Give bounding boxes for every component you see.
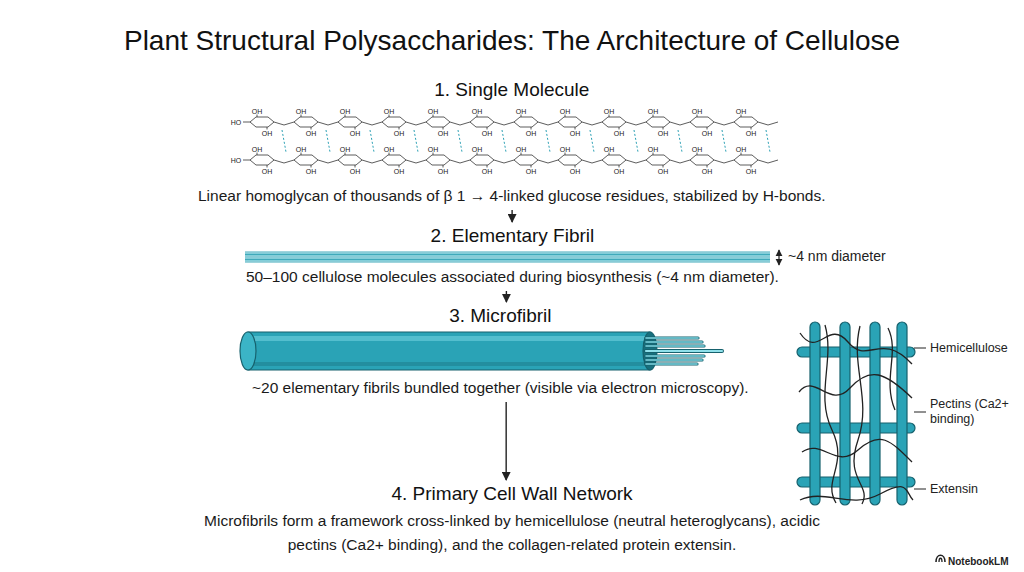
brand-icon [936, 555, 945, 562]
watermark: NotebookLM [948, 556, 1018, 568]
flow-arrow [506, 291, 507, 302]
hydroxyl-label: OH [257, 129, 277, 138]
hydroxyl-label: OH [379, 107, 399, 116]
step-description: ~20 elementary fibrils bundled together … [252, 376, 749, 400]
hydroxyl-label: OH [247, 145, 267, 154]
elementary-fibril [245, 252, 770, 262]
hydroxyl-label: OH [565, 129, 585, 138]
hydroxyl-label: OH [301, 167, 321, 176]
hydroxyl-label: OH [555, 107, 575, 116]
hydroxyl-label: OH [257, 167, 277, 176]
microfibril-cylinder [240, 332, 722, 370]
step-description: Microfibrils form a framework cross-link… [186, 509, 838, 557]
hydroxyl-label: OH [609, 129, 629, 138]
hydroxyl-label: HO [226, 118, 246, 127]
hydroxyl-label: OH [379, 145, 399, 154]
hydroxyl-label: OH [555, 145, 575, 154]
hydroxyl-label: OH [467, 107, 487, 116]
hydroxyl-label: OH [301, 129, 321, 138]
hydroxyl-label: OH [521, 167, 541, 176]
hydroxyl-label: OH [731, 145, 751, 154]
step-heading: 1. Single Molecule [198, 78, 826, 102]
hydroxyl-label: OH [599, 145, 619, 154]
hydroxyl-label: OH [653, 167, 673, 176]
hydroxyl-label: OH [687, 107, 707, 116]
hydroxyl-label: OH [335, 145, 355, 154]
hydroxyl-label: OH [423, 145, 443, 154]
hydroxyl-label: OH [741, 129, 761, 138]
hydroxyl-label: OH [609, 167, 629, 176]
hydroxyl-label: OH [477, 129, 497, 138]
part-label: Extensin [930, 481, 1022, 497]
dimension-arrow [778, 250, 779, 265]
hydroxyl-label: OH [511, 107, 531, 116]
hydroxyl-label: OH [697, 129, 717, 138]
hydroxyl-label: OH [389, 129, 409, 138]
step-heading: 2. Elementary Fibril [246, 224, 779, 248]
diagram-title: Plant Structural Polysaccharides: The Ar… [0, 24, 1024, 58]
flow-arrow [511, 210, 512, 222]
leader-lines [914, 348, 926, 489]
hydroxyl-label: OH [599, 107, 619, 116]
cellulose-molecule [243, 115, 778, 168]
hydroxyl-label: OH [389, 167, 409, 176]
flow-arrow [505, 402, 506, 480]
hydroxyl-label: OH [653, 129, 673, 138]
step-block: 3. Microfibril ~20 elementary fibrils bun… [248, 304, 753, 400]
step-description: Linear homoglycan of thousands of β 1 → … [198, 184, 826, 208]
hydroxyl-label: OH [565, 167, 585, 176]
hydroxyl-label: OH [477, 167, 497, 176]
hydroxyl-label: OH [467, 145, 487, 154]
step-block: 2. Elementary Fibril 50–100 cellulose mol… [242, 224, 783, 289]
part-label: Pectins (Ca2+ binding) [930, 397, 1022, 427]
hydroxyl-label: OH [291, 145, 311, 154]
hydroxyl-label: HO [226, 156, 246, 165]
hydroxyl-label: OH [335, 107, 355, 116]
cell-wall-network [797, 322, 915, 505]
step-block: 1. Single MoleculeLinear homoglycan of t… [194, 78, 830, 208]
dimension-label: ~4 nm diameter [788, 248, 908, 264]
step-block: 4. Primary Cell Wall NetworkMicrofibrils… [182, 482, 842, 557]
step-heading: 4. Primary Cell Wall Network [186, 482, 838, 506]
hydroxyl-label: OH [521, 129, 541, 138]
hydroxyl-label: OH [433, 167, 453, 176]
hydroxyl-label: OH [247, 107, 267, 116]
step-heading: 3. Microfibril [252, 304, 749, 328]
hydroxyl-label: OH [291, 107, 311, 116]
hydroxyl-label: OH [345, 129, 365, 138]
hydroxyl-label: OH [345, 167, 365, 176]
hydroxyl-label: OH [511, 145, 531, 154]
step-description: 50–100 cellulose molecules associated du… [246, 265, 779, 289]
part-label: Hemicellulose [930, 340, 1022, 356]
hydroxyl-label: OH [643, 107, 663, 116]
hydroxyl-label: OH [731, 107, 751, 116]
hydroxyl-label: OH [643, 145, 663, 154]
hydroxyl-label: OH [433, 129, 453, 138]
hydroxyl-label: OH [687, 145, 707, 154]
hydroxyl-label: OH [423, 107, 443, 116]
hydroxyl-label: OH [741, 167, 761, 176]
hydroxyl-label: OH [697, 167, 717, 176]
